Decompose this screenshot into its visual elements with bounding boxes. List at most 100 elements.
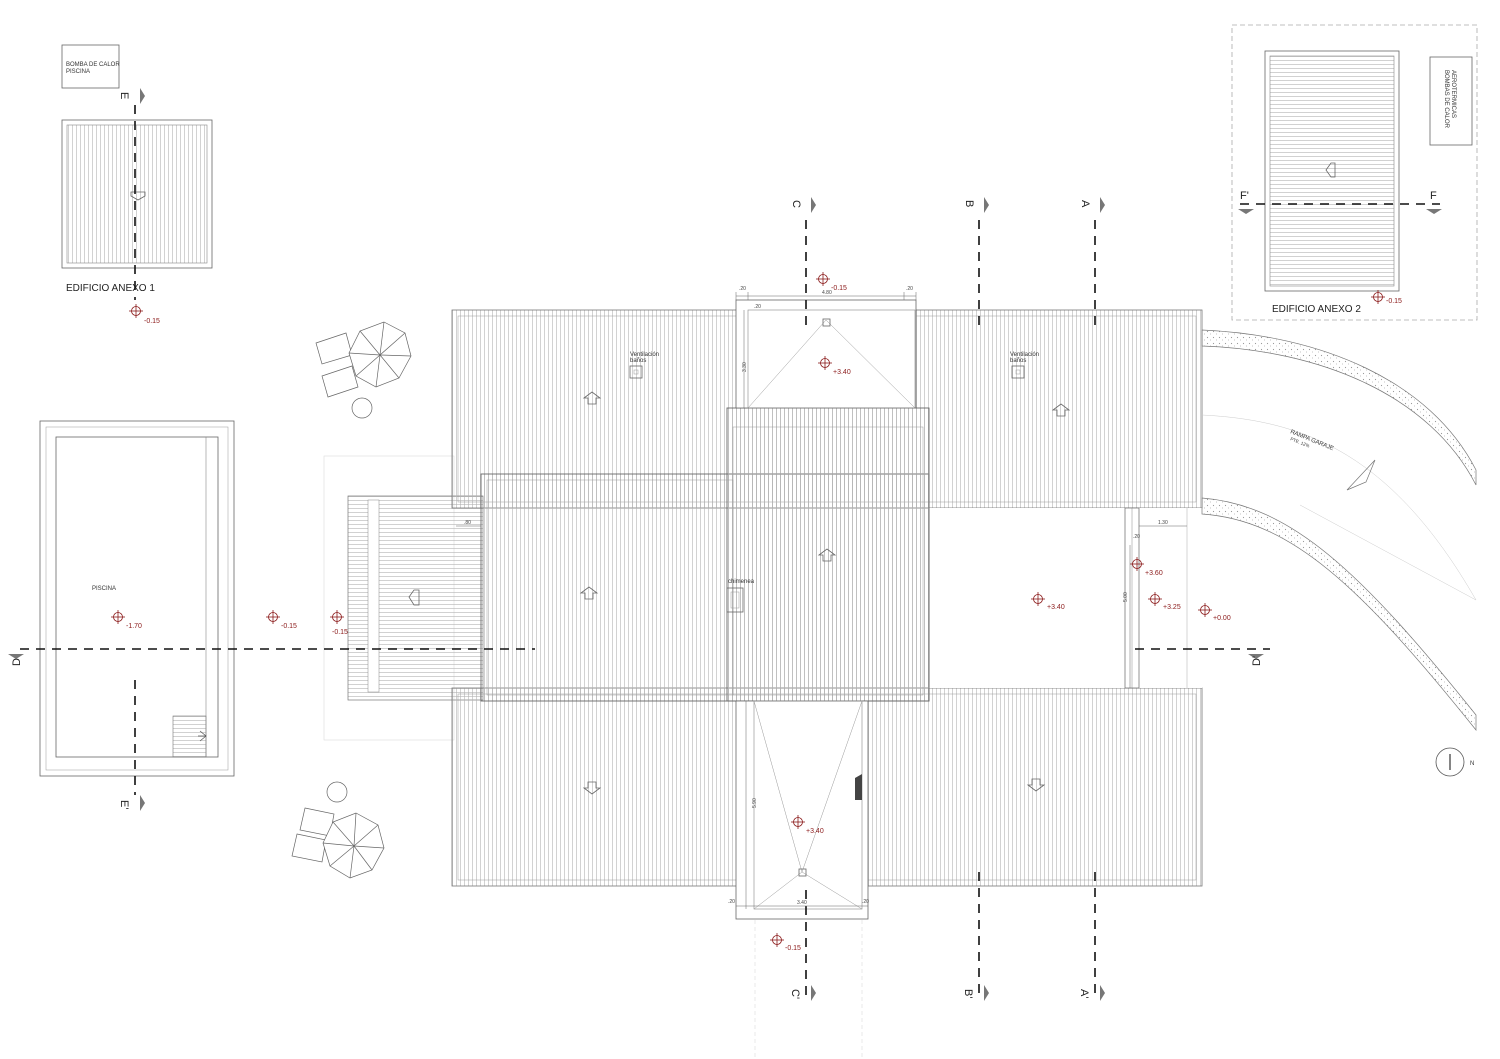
garage-ramp: RAMPA GARAJE PTE. 12% bbox=[1201, 329, 1477, 731]
level-marker-icon bbox=[129, 304, 143, 318]
section-F-prime: F' bbox=[1240, 190, 1249, 202]
level-marker-icon bbox=[1371, 290, 1385, 304]
elev-bottom-ground: -0.15 bbox=[785, 945, 801, 952]
annex-2-boundary bbox=[1231, 24, 1478, 321]
elev-ramp-start: +0.00 bbox=[1213, 615, 1231, 622]
section-lines bbox=[20, 105, 1440, 1059]
dim-bottom-depth: 5.90 bbox=[752, 798, 758, 808]
dimension-lines bbox=[456, 292, 1187, 909]
section-F: F bbox=[1430, 190, 1437, 202]
level-marker-icon bbox=[816, 272, 830, 286]
lounge-set-bottom bbox=[291, 781, 385, 879]
slope-arrow-icon bbox=[582, 781, 602, 795]
annex-1-title: EDIFICIO ANEXO 1 bbox=[66, 283, 155, 294]
vent-left-label-l2: baños bbox=[630, 358, 646, 364]
aero-heat-pumps-label-l2: AEROTERMICAS bbox=[1450, 70, 1456, 118]
section-A: A bbox=[1079, 200, 1091, 208]
level-marker-icon bbox=[1148, 592, 1162, 606]
slope-arrow-icon bbox=[817, 548, 837, 562]
elev-bottom-court-roof: +3.40 bbox=[806, 828, 824, 835]
dim-garage-width: 1.30 bbox=[1158, 520, 1168, 526]
section-E: E bbox=[118, 92, 130, 99]
elevation-values: -0.15 -1.70 -0.15 -0.15 -0.15 +3.40 +3.4… bbox=[126, 285, 1402, 952]
level-marker-icon bbox=[791, 815, 805, 829]
chimney-icon bbox=[726, 587, 744, 613]
dim-top-left: .20 bbox=[739, 286, 746, 292]
slope-arrow-icon bbox=[582, 391, 602, 405]
elev-pool-deck: -0.15 bbox=[281, 623, 297, 630]
dim-garage-depth: 5.00 bbox=[1123, 592, 1129, 602]
level-marker-icon bbox=[770, 933, 784, 947]
pool-stairs bbox=[172, 715, 207, 758]
annex-1-roof-outline bbox=[61, 119, 213, 269]
aero-heat-pumps-box bbox=[1429, 56, 1473, 146]
annex-2-roof bbox=[1269, 55, 1395, 287]
section-C: C bbox=[790, 200, 802, 208]
lounge-set-top bbox=[315, 321, 412, 419]
section-B: B bbox=[963, 200, 975, 207]
pool-deck-inner bbox=[45, 426, 229, 771]
table-icon bbox=[351, 397, 373, 419]
pool-heat-pump-box bbox=[61, 44, 120, 89]
elev-top-court-ground: -0.15 bbox=[831, 285, 847, 292]
annex-2-title: EDIFICIO ANEXO 2 bbox=[1272, 304, 1361, 315]
level-marker-icon bbox=[111, 610, 125, 624]
dimension-values: .20 4.80 .20 .20 3.30 .80 1.30 .20 5.00 … bbox=[464, 286, 1168, 906]
elev-main-roof-right: +3.40 bbox=[1047, 604, 1065, 611]
elev-terrace: -0.15 bbox=[332, 629, 348, 636]
elev-pool: -1.70 bbox=[126, 623, 142, 630]
pool-label: PISCINA bbox=[92, 586, 116, 592]
pool-basin bbox=[55, 436, 219, 758]
dim-garage-small: .20 bbox=[1133, 534, 1140, 540]
annex-1-roof bbox=[66, 124, 208, 264]
vent-left-icon bbox=[629, 365, 643, 379]
dim-top-small: .20 bbox=[754, 304, 761, 310]
elevation-markers bbox=[111, 272, 1385, 947]
annex-1: BOMBA DE CALOR PISCINA EDIFICIO ANEXO 1 bbox=[61, 44, 213, 294]
section-D-prime: D' bbox=[1251, 656, 1263, 666]
section-C-prime: C' bbox=[789, 989, 801, 999]
section-letters: E E' C C' B B' A A' D D' F' F bbox=[11, 92, 1437, 999]
level-marker-icon bbox=[818, 356, 832, 370]
section-E-prime: E' bbox=[118, 800, 130, 809]
dim-terrace-gap: .80 bbox=[464, 520, 471, 526]
section-B-prime: B' bbox=[962, 989, 974, 998]
chimney-label: chimenea bbox=[728, 579, 755, 585]
roof-slope-arrows bbox=[579, 391, 1071, 795]
dim-bottom-width: 3.40 bbox=[797, 900, 807, 906]
annex-2-slope-arrow-icon bbox=[1325, 162, 1336, 178]
level-marker-icon bbox=[266, 610, 280, 624]
pool-heat-pump-label-l1: BOMBA DE CALOR bbox=[66, 62, 120, 68]
vent-right-label-l1: Ventilación bbox=[1010, 352, 1039, 358]
slope-arrow-icon bbox=[579, 586, 599, 600]
roof-central-raised bbox=[726, 407, 930, 702]
elev-annex2: -0.15 bbox=[1386, 298, 1402, 305]
level-marker-icon bbox=[1130, 557, 1144, 571]
pool-deck-outline bbox=[39, 420, 235, 777]
north-arrow-icon bbox=[1435, 747, 1465, 777]
top-courtyard bbox=[735, 299, 917, 409]
pool-heat-pump-label-l2: PISCINA bbox=[66, 69, 90, 75]
elev-garage-a: +3.60 bbox=[1145, 570, 1163, 577]
north-arrow: N bbox=[1435, 747, 1474, 777]
vent-right-icon bbox=[1011, 365, 1025, 379]
dim-bottom-left: .20 bbox=[728, 899, 735, 905]
slope-arrow-icon bbox=[1051, 403, 1071, 417]
dim-bottom-right: .20 bbox=[862, 899, 869, 905]
pool-area: PISCINA bbox=[39, 420, 235, 777]
dim-top-width: 4.80 bbox=[822, 290, 832, 296]
level-marker-icon bbox=[1198, 603, 1212, 617]
dim-top-depth: 3.30 bbox=[742, 362, 748, 372]
level-marker-icon bbox=[330, 610, 344, 624]
level-marker-icon bbox=[1031, 592, 1045, 606]
bottom-courtyard bbox=[735, 700, 869, 920]
table-icon bbox=[326, 781, 348, 803]
vent-left-label-l1: Ventilación bbox=[630, 352, 659, 358]
elev-garage-b: +3.25 bbox=[1163, 604, 1181, 611]
main-house: Ventilación baños Ventilación baños chim… bbox=[323, 299, 1203, 920]
elev-annex1: -0.15 bbox=[144, 318, 160, 325]
dim-top-right: .20 bbox=[906, 286, 913, 292]
north-label: N bbox=[1470, 761, 1474, 767]
annex-2: BOMBAS DE CALOR AEROTERMICAS EDIFICIO AN… bbox=[1231, 24, 1478, 321]
